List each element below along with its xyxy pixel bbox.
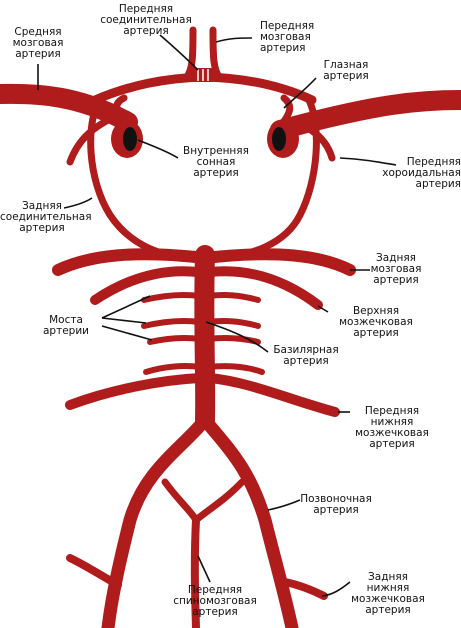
anterior-cerebral-artery-left: [182, 26, 197, 82]
posterior-cerebral-artery-right: [199, 248, 356, 276]
leader-pontine-1: [101, 295, 151, 319]
anterior-communicating-artery: [193, 68, 213, 82]
label-anterior-choroidal-artery: Передняя хороидальная артерия: [382, 157, 461, 190]
pontine-artery-8: [205, 363, 265, 375]
middle-cerebral-artery-left: [0, 83, 138, 132]
leader-posterior-communicating: [63, 197, 93, 209]
anterior-inferior-cerebellar-artery-left: [65, 373, 205, 410]
posterior-inferior-cerebellar-artery-left: [66, 554, 122, 589]
label-internal-carotid-artery: Внутренняя сонная артерия: [183, 145, 249, 179]
superior-cerebellar-artery-right: [205, 266, 323, 310]
basilar-artery: [194, 245, 216, 430]
anterior-spinal-artery: [190, 516, 200, 628]
internal-carotid-artery-right: [267, 120, 299, 158]
pontine-artery-2: [205, 292, 261, 303]
label-posterior-cerebral-artery: Задняя мозговая артерия: [370, 252, 422, 286]
label-anterior-cerebral-artery: Передняя мозговая артерия: [260, 20, 315, 54]
leader-basilar: [205, 321, 269, 353]
pontine-artery-1: [141, 292, 203, 303]
label-anterior-inferior-cerebellar-artery: Передняя нижняя мозжечковая артерия: [355, 405, 429, 450]
label-basilar-artery: Базилярная артерия: [273, 344, 339, 367]
label-ophthalmic-artery: Глазная артерия: [323, 59, 369, 82]
vertebral-artery-left: [101, 413, 212, 628]
anterior-choroidal-artery-left: [66, 114, 116, 166]
label-middle-cerebral-artery: Средняя мозговая артерия: [12, 26, 64, 60]
leader-posterior-inferior-cerebellar: [321, 581, 351, 597]
leader-anterior-choroidal: [339, 157, 397, 166]
anterior-spinal-right: [192, 478, 246, 524]
label-posterior-inferior-cerebellar-artery: Задняя нижняя мозжечковая артерия: [351, 571, 425, 616]
internal-carotid-artery-left: [111, 120, 143, 158]
leader-internal-carotid: [137, 139, 179, 159]
leader-pontine-2: [101, 317, 147, 324]
label-vertebral-artery: Позвоночная артерия: [300, 493, 372, 516]
anterior-choroidal-artery-right: [296, 120, 336, 162]
leader-anterior-cerebral: [215, 37, 253, 43]
pontine-artery-5: [147, 335, 203, 345]
posterior-inferior-cerebellar-artery-right: [281, 578, 328, 600]
leader-anterior-communicating: [159, 34, 199, 71]
superior-cerebellar-artery-left: [90, 266, 203, 305]
label-posterior-communicating-artery: Задняя соединительная артерия: [0, 200, 92, 234]
anterior-cerebral-artery-right: [209, 26, 224, 82]
anterior-inferior-cerebellar-artery-right: [205, 373, 340, 417]
leader-ophthalmic: [283, 77, 317, 109]
pontine-artery-3: [141, 318, 203, 329]
leader-pontine-3: [101, 325, 153, 341]
posterior-cerebral-artery-left: [52, 248, 211, 276]
vertebral-artery-right: [198, 413, 299, 628]
label-anterior-communicating-artery: Передняя соединительная артерия: [100, 3, 192, 37]
leader-vertebral: [267, 499, 301, 511]
anterior-spinal-left: [161, 478, 200, 524]
label-superior-cerebellar-artery: Верхняя мозжечковая артерия: [339, 305, 413, 339]
leader-anterior-spinal: [197, 555, 211, 583]
leader-superior-cerebellar: [317, 305, 329, 313]
label-pontine-arteries: Моста артерии: [43, 314, 89, 337]
label-anterior-spinal-artery: Передняя спиномозговая артерия: [173, 584, 257, 618]
pontine-artery-7: [143, 363, 203, 375]
